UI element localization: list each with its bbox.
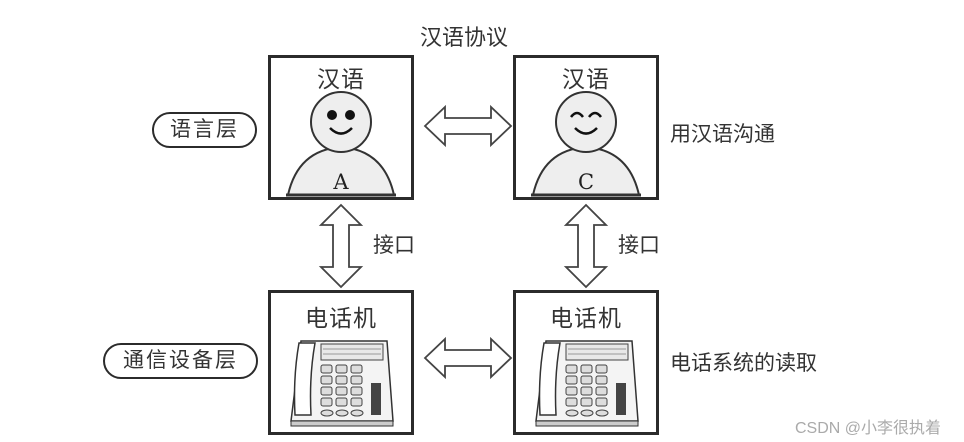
interface-arrow-right-icon [563, 203, 609, 289]
protocol-title: 汉语协议 [420, 26, 509, 51]
telephone-left-title: 电话机 [305, 306, 377, 332]
telephone-icon [535, 340, 639, 427]
person-a-language: 汉语 [317, 67, 365, 93]
telephone-right-title: 电话机 [550, 306, 622, 332]
watermark: CSDN @小李很执着 [795, 420, 942, 437]
device-layer-description: 电话系统的读取 [670, 351, 817, 375]
interface-arrow-left-icon [318, 203, 364, 289]
telephone-box-right: 电话机 [513, 290, 659, 435]
device-layer-label: 通信设备层 [103, 343, 258, 379]
telephone-icon [290, 340, 394, 427]
language-protocol-arrow-icon [423, 104, 513, 148]
telephone-box-left: 电话机 [268, 290, 414, 435]
person-a-box: 汉语 A [268, 55, 414, 200]
device-protocol-arrow-icon [423, 336, 513, 380]
person-a-letter: A [333, 170, 349, 194]
person-c-language: 汉语 [562, 67, 610, 93]
language-layer-description: 用汉语沟通 [670, 122, 775, 146]
interface-label-left: 接口 [373, 233, 415, 257]
person-c-box: 汉语 C [513, 55, 659, 200]
language-layer-label: 语言层 [152, 112, 257, 148]
interface-label-right: 接口 [618, 233, 660, 257]
person-c-icon [531, 91, 641, 197]
person-c-letter: C [577, 170, 595, 194]
person-a-icon [286, 91, 396, 197]
